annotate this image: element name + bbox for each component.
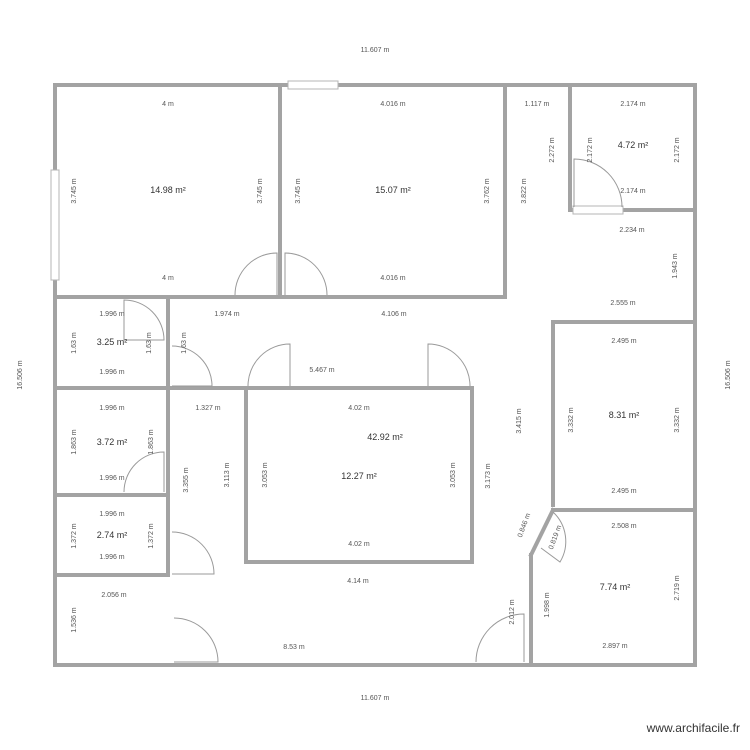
watermark: www.archifacile.fr [646, 721, 740, 735]
room-area-label: 3.72 m² [97, 437, 128, 447]
interior-walls [53, 83, 697, 667]
room-dimension: 3.332 m [568, 407, 575, 432]
room-dimension: 1.996 m [99, 369, 124, 376]
room-dimension: 2.012 m [509, 599, 516, 624]
room-dimension: 1.63 m [181, 332, 188, 354]
door [427, 343, 471, 387]
door [123, 299, 165, 341]
door [173, 617, 219, 663]
room-area-label: 4.72 m² [618, 140, 649, 150]
room-dimension: 2.495 m [611, 488, 636, 495]
outer-dim-top: 11.607 m [361, 47, 390, 54]
room-dimension: 2.555 m [610, 300, 635, 307]
room-dimension: 1.63 m [71, 332, 78, 354]
room-dimension: 1.863 m [71, 429, 78, 454]
room-dimension: 4.016 m [380, 101, 405, 108]
room-dimension: 3.113 m [224, 462, 231, 487]
room-dimension: 4.106 m [381, 311, 406, 318]
room-dimension: 1.996 m [99, 311, 124, 318]
room-dimension: 3.415 m [516, 408, 523, 433]
room-dimension: 4.016 m [380, 275, 405, 282]
room-area-label: 3.25 m² [97, 337, 128, 347]
door [247, 343, 291, 387]
window [572, 205, 624, 215]
room-dimension: 1.863 m [148, 429, 155, 454]
room-dimension: 2.495 m [611, 338, 636, 345]
room-dimension: 1.996 m [99, 475, 124, 482]
door [284, 252, 328, 296]
window [50, 169, 60, 281]
room-dimension: 2.172 m [674, 137, 681, 162]
room-dimension: 1.996 m [99, 554, 124, 561]
room-area-label: 14.98 m² [150, 185, 186, 195]
room-dimension: 1.996 m [99, 405, 124, 412]
room-dimension: 4 m [162, 275, 174, 282]
room-area-label: 2.74 m² [97, 530, 128, 540]
room-dimension: 3.332 m [674, 407, 681, 432]
room-dimension: 3.745 m [71, 178, 78, 203]
room-dimension: 1.996 m [99, 511, 124, 518]
room-dimension: 2.508 m [611, 523, 636, 530]
room-dimension: 3.053 m [262, 462, 269, 487]
outer-dim-right: 16.506 m [725, 360, 732, 389]
door [540, 511, 567, 563]
room-area-label: 42.92 m² [367, 432, 403, 442]
room-dimension: 1.63 m [146, 332, 153, 354]
room-dimension: 2.174 m [620, 188, 645, 195]
outer-dim-bottom: 11.607 m [361, 695, 390, 702]
room-dimension: 2.174 m [620, 101, 645, 108]
room-dimension: 0.846 m [517, 512, 532, 538]
room-dimension: 3.355 m [183, 467, 190, 492]
room-area-label: 8.31 m² [609, 410, 640, 420]
room-area-label: 7.74 m² [600, 582, 631, 592]
room-dimension: 1.372 m [148, 523, 155, 548]
room-dimension: 2.172 m [587, 137, 594, 162]
door [573, 158, 623, 208]
room-dimension: 2.897 m [602, 643, 627, 650]
outer-wall [53, 83, 697, 667]
room-dimension: 3.762 m [484, 178, 491, 203]
room-dimension: 3.745 m [257, 178, 264, 203]
door [475, 613, 525, 663]
window [287, 80, 339, 90]
room-dimension: 8.53 m [283, 644, 305, 651]
room-dimension: 3.745 m [295, 178, 302, 203]
room-dimension: 1.117 m [525, 101, 550, 108]
door [171, 345, 213, 387]
room-dimension: 1.943 m [672, 253, 679, 278]
room-area-label: 12.27 m² [341, 471, 377, 481]
room-dimension: 2.719 m [674, 575, 681, 600]
room-dimension: 4.02 m [348, 405, 370, 412]
door [123, 451, 165, 493]
room-dimension: 4 m [162, 101, 174, 108]
room-dimension: 2.234 m [619, 227, 644, 234]
room-dimension: 0.819 m [548, 524, 563, 550]
room-dimension: 4.14 m [347, 578, 369, 585]
room-dimension: 4.02 m [348, 541, 370, 548]
room-dimension: 2.272 m [549, 137, 556, 162]
room-dimension: 5.467 m [309, 367, 334, 374]
room-dimension: 1.327 m [195, 405, 220, 412]
door [171, 531, 215, 575]
room-dimension: 3.822 m [521, 178, 528, 203]
room-area-label: 15.07 m² [375, 185, 411, 195]
room-dimension: 1.974 m [214, 311, 239, 318]
outer-dim-left: 16.506 m [17, 360, 24, 389]
windows [50, 80, 624, 281]
door [234, 252, 278, 296]
doors [123, 158, 623, 663]
room-dimension: 1.998 m [544, 592, 551, 617]
room-dimension: 2.056 m [101, 592, 126, 599]
room-dimension: 1.372 m [71, 523, 78, 548]
room-dimension: 3.173 m [485, 463, 492, 488]
room-dimension: 1.536 m [71, 607, 78, 632]
room-dimension: 3.053 m [450, 462, 457, 487]
